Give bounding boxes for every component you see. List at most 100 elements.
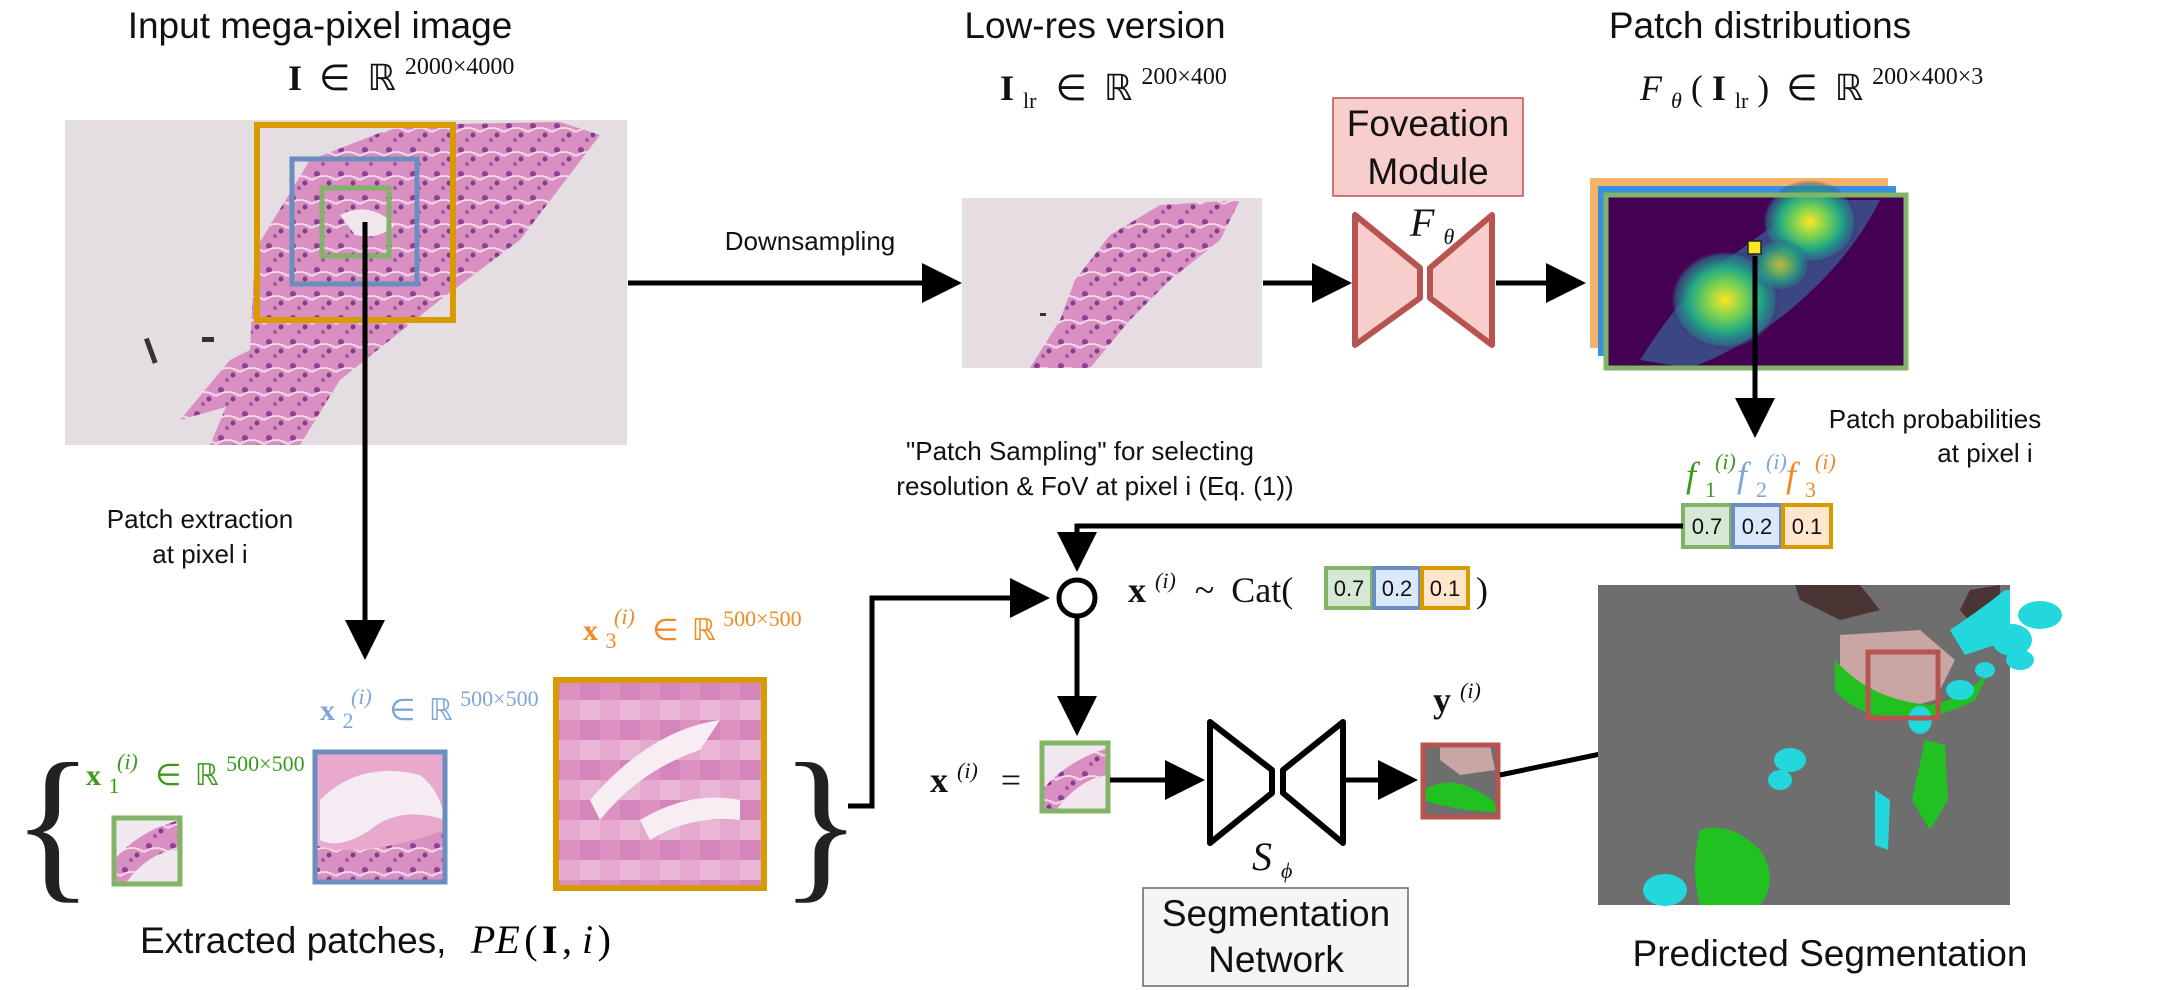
foveation-f: F xyxy=(1409,200,1435,245)
predicted-title: Predicted Segmentation xyxy=(1633,933,2028,974)
patch3-x: x xyxy=(583,614,598,647)
patch3-in: ∈ xyxy=(652,614,678,647)
sampling-equation: x (i) ~ Cat( xyxy=(1128,556,1293,610)
prob-label-3-sub: 3 xyxy=(1805,477,1816,502)
patch1-real: ℝ xyxy=(195,759,219,792)
cat-value-1: 0.7 xyxy=(1334,576,1365,601)
y-label: y (i) xyxy=(1433,678,1481,720)
brace-open: { xyxy=(12,729,94,917)
lowres-image xyxy=(962,198,1262,368)
segnet-line1: Segmentation xyxy=(1162,893,1390,934)
input-in: ∈ xyxy=(319,58,350,98)
y-label-y: y xyxy=(1433,680,1451,720)
input-dims: 2000×4000 xyxy=(405,54,515,80)
patch2-sub: 2 xyxy=(343,708,354,733)
patch2-label: x 2 (i) ∈ ℝ 500×500 xyxy=(320,678,539,735)
downsampling-label: Downsampling xyxy=(725,226,896,256)
cat-cell-3 xyxy=(1420,566,1470,610)
patch-extraction-line1: Patch extraction xyxy=(107,504,293,534)
dist-theta: θ xyxy=(1671,88,1682,113)
selected-patch-frame xyxy=(1039,740,1111,814)
segnet-shape-right xyxy=(1280,719,1346,846)
prob-value-3: 0.1 xyxy=(1792,514,1823,539)
patch3-frame xyxy=(553,677,767,891)
dist-pixel-marker xyxy=(1747,240,1762,255)
predicted-pixel-box xyxy=(1865,649,1941,721)
prob-label-2-sub: 2 xyxy=(1756,477,1767,502)
segnet-symbol: S ϕ xyxy=(1252,834,1292,883)
lowres-formula: I lr ∈ ℝ 200×400 xyxy=(1000,64,1227,116)
dist-title: Patch distributions xyxy=(1609,5,1911,46)
extracted-close: ) xyxy=(598,917,611,962)
lowres-in: ∈ xyxy=(1055,68,1086,108)
prob-label-2-f: f xyxy=(1737,455,1752,495)
segnet-phi: ϕ xyxy=(1281,858,1292,883)
prob-label-3-f: f xyxy=(1786,455,1801,495)
prob-label-1-sub: 1 xyxy=(1705,477,1716,502)
x-eq-sup: (i) xyxy=(957,758,978,783)
lowres-real: ℝ xyxy=(1104,68,1133,108)
arrow-patches-to-sampler xyxy=(848,578,1050,809)
input-real: ℝ xyxy=(367,58,396,98)
dist-sub: lr xyxy=(1735,88,1749,113)
dist-close: ) xyxy=(1757,68,1769,108)
segnet-line2: Network xyxy=(1208,939,1344,980)
arrow-probs-to-sampler xyxy=(1057,523,1683,572)
lowres-symbol: I xyxy=(1000,68,1014,108)
prob-value-2: 0.2 xyxy=(1742,514,1773,539)
patch3-sub: 3 xyxy=(606,628,617,653)
sampling-cat: Cat( xyxy=(1231,570,1293,610)
patch2-frame xyxy=(312,749,448,885)
extracted-comma: , xyxy=(562,917,582,962)
prob-label-3-sup: (i) xyxy=(1815,449,1836,474)
patch1-x: x xyxy=(86,759,101,792)
prob-value-1: 0.7 xyxy=(1692,514,1723,539)
prob-label-3: f 3 (i) xyxy=(1786,449,1836,505)
patch2-in: ∈ xyxy=(389,694,415,727)
patch1-label: x 1 (i) ∈ ℝ 500×500 xyxy=(86,743,305,800)
sampling-sup: (i) xyxy=(1155,568,1176,593)
input-box-orange xyxy=(254,122,456,323)
sampling-close: ) xyxy=(1476,570,1488,610)
input-formula: I ∈ ℝ 2000×4000 xyxy=(288,54,514,98)
patch3-image xyxy=(556,680,764,888)
prob-label-2-sup: (i) xyxy=(1766,449,1787,474)
patch1-in: ∈ xyxy=(155,759,181,792)
brace-close: } xyxy=(780,729,862,917)
foveation-theta: θ xyxy=(1443,224,1454,249)
dist-open: ( xyxy=(1691,68,1703,108)
extracted-label: Extracted patches, PE ( I , i ) xyxy=(140,917,611,962)
segnet-s: S xyxy=(1252,834,1272,879)
extracted-pe: PE xyxy=(470,917,520,962)
foveation-symbol: F θ xyxy=(1409,200,1454,249)
patch-probs-line2: at pixel i xyxy=(1937,438,2032,468)
sampling-tilde: ~ xyxy=(1195,570,1214,610)
sampler-node xyxy=(1056,577,1098,619)
x-eq-x: x xyxy=(930,760,948,800)
dist-formula: F θ ( I lr ) ∈ ℝ 200×400×3 xyxy=(1639,64,1983,116)
patch1-dims: 500×500 xyxy=(226,751,304,776)
patch-sampling-line2: resolution & FoV at pixel i (Eq. (1)) xyxy=(896,471,1293,501)
lowres-title: Low-res version xyxy=(964,5,1225,46)
patch3-sup: (i) xyxy=(614,604,635,629)
extracted-open: ( xyxy=(524,917,537,962)
sampling-x: x xyxy=(1128,570,1146,610)
patch2-dims: 500×500 xyxy=(460,686,538,711)
dist-dims: 200×400×3 xyxy=(1872,64,1983,90)
output-patch-frame xyxy=(1420,742,1501,820)
input-symbol: I xyxy=(288,58,302,98)
lowres-sub: lr xyxy=(1023,88,1037,113)
predicted-segmentation-image xyxy=(1598,585,2062,906)
prob-label-1-sup: (i) xyxy=(1715,449,1736,474)
input-box-green xyxy=(319,185,392,259)
segnet-box xyxy=(1142,887,1409,987)
extracted-sym: I xyxy=(542,917,558,962)
foveation-line1: Foveation xyxy=(1347,103,1510,144)
output-patch-image xyxy=(1423,745,1498,817)
foveation-line2: Module xyxy=(1367,151,1488,192)
patch-probs-line1: Patch probabilities xyxy=(1829,404,2041,434)
dist-real: ℝ xyxy=(1835,68,1864,108)
y-label-sup: (i) xyxy=(1460,678,1481,703)
prob-cell-2 xyxy=(1731,503,1783,549)
